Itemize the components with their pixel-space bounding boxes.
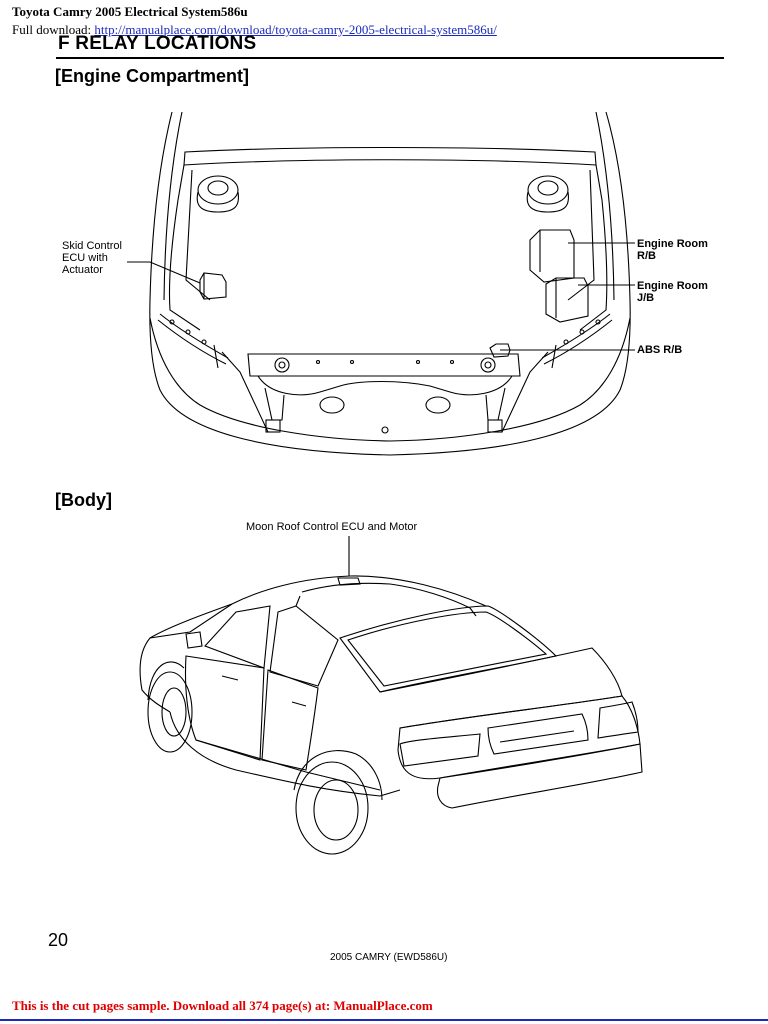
taillight-left — [399, 733, 481, 767]
label-moon-roof: Moon Roof Control ECU and Motor — [246, 521, 418, 533]
hood-inner-left — [163, 111, 183, 301]
hood-outline — [149, 111, 631, 456]
document-title: Toyota Camry 2005 Electrical System586u — [12, 4, 248, 19]
label-engine-room-jb: Engine Room J/B — [637, 280, 708, 304]
car-roof — [231, 575, 487, 607]
hood-inner-right — [595, 111, 615, 301]
license-plate-area — [487, 713, 589, 755]
label-skid-control: Skid Control ECU with Actuator — [62, 240, 122, 276]
rear-side-window — [269, 605, 339, 687]
bottom-rule — [0, 1019, 768, 1021]
page-number: 20 — [48, 930, 69, 950]
engine-room-rb — [529, 229, 575, 283]
front-wheel — [147, 671, 193, 753]
label-skid-control-line2: ECU with — [62, 252, 108, 264]
leader-skid-control — [127, 261, 201, 284]
label-engine-room-rb-line1: Engine Room — [637, 238, 708, 250]
download-prefix: Full download: — [12, 22, 95, 37]
label-abs-rb: ABS R/B — [637, 344, 683, 356]
engine-compartment-heading: [Engine Compartment] — [55, 66, 250, 86]
download-link[interactable]: http://manualplace.com/download/toyota-c… — [94, 22, 497, 37]
fender-seal-left — [159, 313, 229, 359]
download-notice[interactable]: This is the cut pages sample. Download a… — [12, 998, 433, 1013]
strut-tower-left — [197, 175, 239, 205]
label-skid-control-line1: Skid Control — [62, 240, 122, 252]
trunk-lid — [379, 647, 623, 729]
front-side-window — [204, 605, 271, 669]
document-code: 2005 CAMRY (EWD586U) — [330, 952, 448, 963]
strut-tower-right — [527, 175, 569, 205]
car-side — [139, 603, 233, 713]
label-skid-control-line3: Actuator — [62, 264, 103, 276]
body-heading: [Body] — [55, 490, 112, 510]
rear-window — [339, 605, 558, 693]
label-engine-room-rb-line2: R/B — [637, 250, 656, 262]
moon-roof-ecu — [337, 577, 361, 586]
front-door — [184, 655, 265, 761]
fender-seal-right — [541, 313, 611, 359]
engine-room-jb — [545, 277, 589, 323]
label-engine-room-rb: Engine Room R/B — [637, 238, 708, 262]
section-rule — [56, 57, 724, 59]
side-mirror — [185, 631, 203, 649]
label-engine-room-jb-line1: Engine Room — [637, 280, 708, 292]
rear-wheel — [295, 761, 369, 855]
label-engine-room-jb-line2: J/B — [637, 292, 655, 304]
download-line: Full download: http://manualplace.com/do… — [12, 22, 497, 38]
radiator-support — [247, 353, 521, 377]
rear-door — [261, 669, 319, 771]
section-title: F RELAY LOCATIONS — [58, 33, 257, 54]
taillight-right — [597, 701, 639, 739]
skid-control-ecu — [199, 272, 227, 300]
